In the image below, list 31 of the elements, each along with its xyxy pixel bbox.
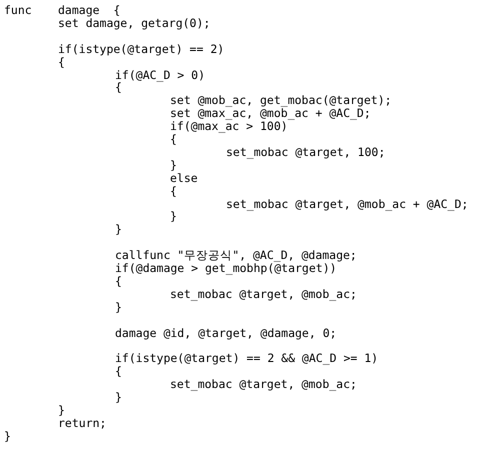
code-line: set @max_ac, @mob_ac + @AC_D;: [170, 107, 371, 120]
code-line: return;: [58, 416, 106, 430]
code-line: if(@AC_D > 0): [115, 68, 206, 82]
code-line: if(istype(@target) == 2): [58, 42, 224, 56]
code-line: damage @id, @target, @damage, 0;: [115, 326, 337, 340]
code-line: set @mob_ac, get_mobac(@target);: [170, 94, 392, 108]
code-line: {: [115, 81, 122, 94]
code-line: if(@damage > get_mobhp(@target)): [115, 262, 337, 275]
code-line: callfunc "무장공식", @AC_D, @damage;: [115, 249, 357, 262]
code-line: {: [170, 133, 177, 146]
code-line: {: [58, 56, 65, 69]
code-line: }: [115, 300, 122, 314]
code-line: }: [115, 223, 122, 236]
code-line: }: [58, 404, 65, 417]
code-line: set_mobac @target, @mob_ac + @AC_D;: [226, 198, 468, 210]
code-line: {: [115, 274, 122, 288]
code-line: }: [170, 158, 177, 172]
code-line: if(@max_ac > 100): [170, 120, 288, 134]
code-line: set_mobac @target, @mob_ac;: [170, 378, 357, 392]
code-line: set_mobac @target, @mob_ac;: [170, 288, 357, 301]
code-line: else: [170, 172, 198, 185]
code-line: damage {: [58, 4, 120, 17]
code-line: {: [115, 365, 122, 378]
code-line: set_mobac @target, 100;: [226, 146, 386, 159]
code-line: }: [170, 210, 177, 224]
code-line: set damage, getarg(0);: [58, 16, 210, 30]
code-line: func: [4, 4, 32, 17]
code-line: }: [115, 391, 122, 404]
code-line: {: [170, 184, 177, 198]
code-line: }: [4, 430, 11, 443]
code-line: if(istype(@target) == 2 && @AC_D >= 1): [115, 352, 378, 366]
